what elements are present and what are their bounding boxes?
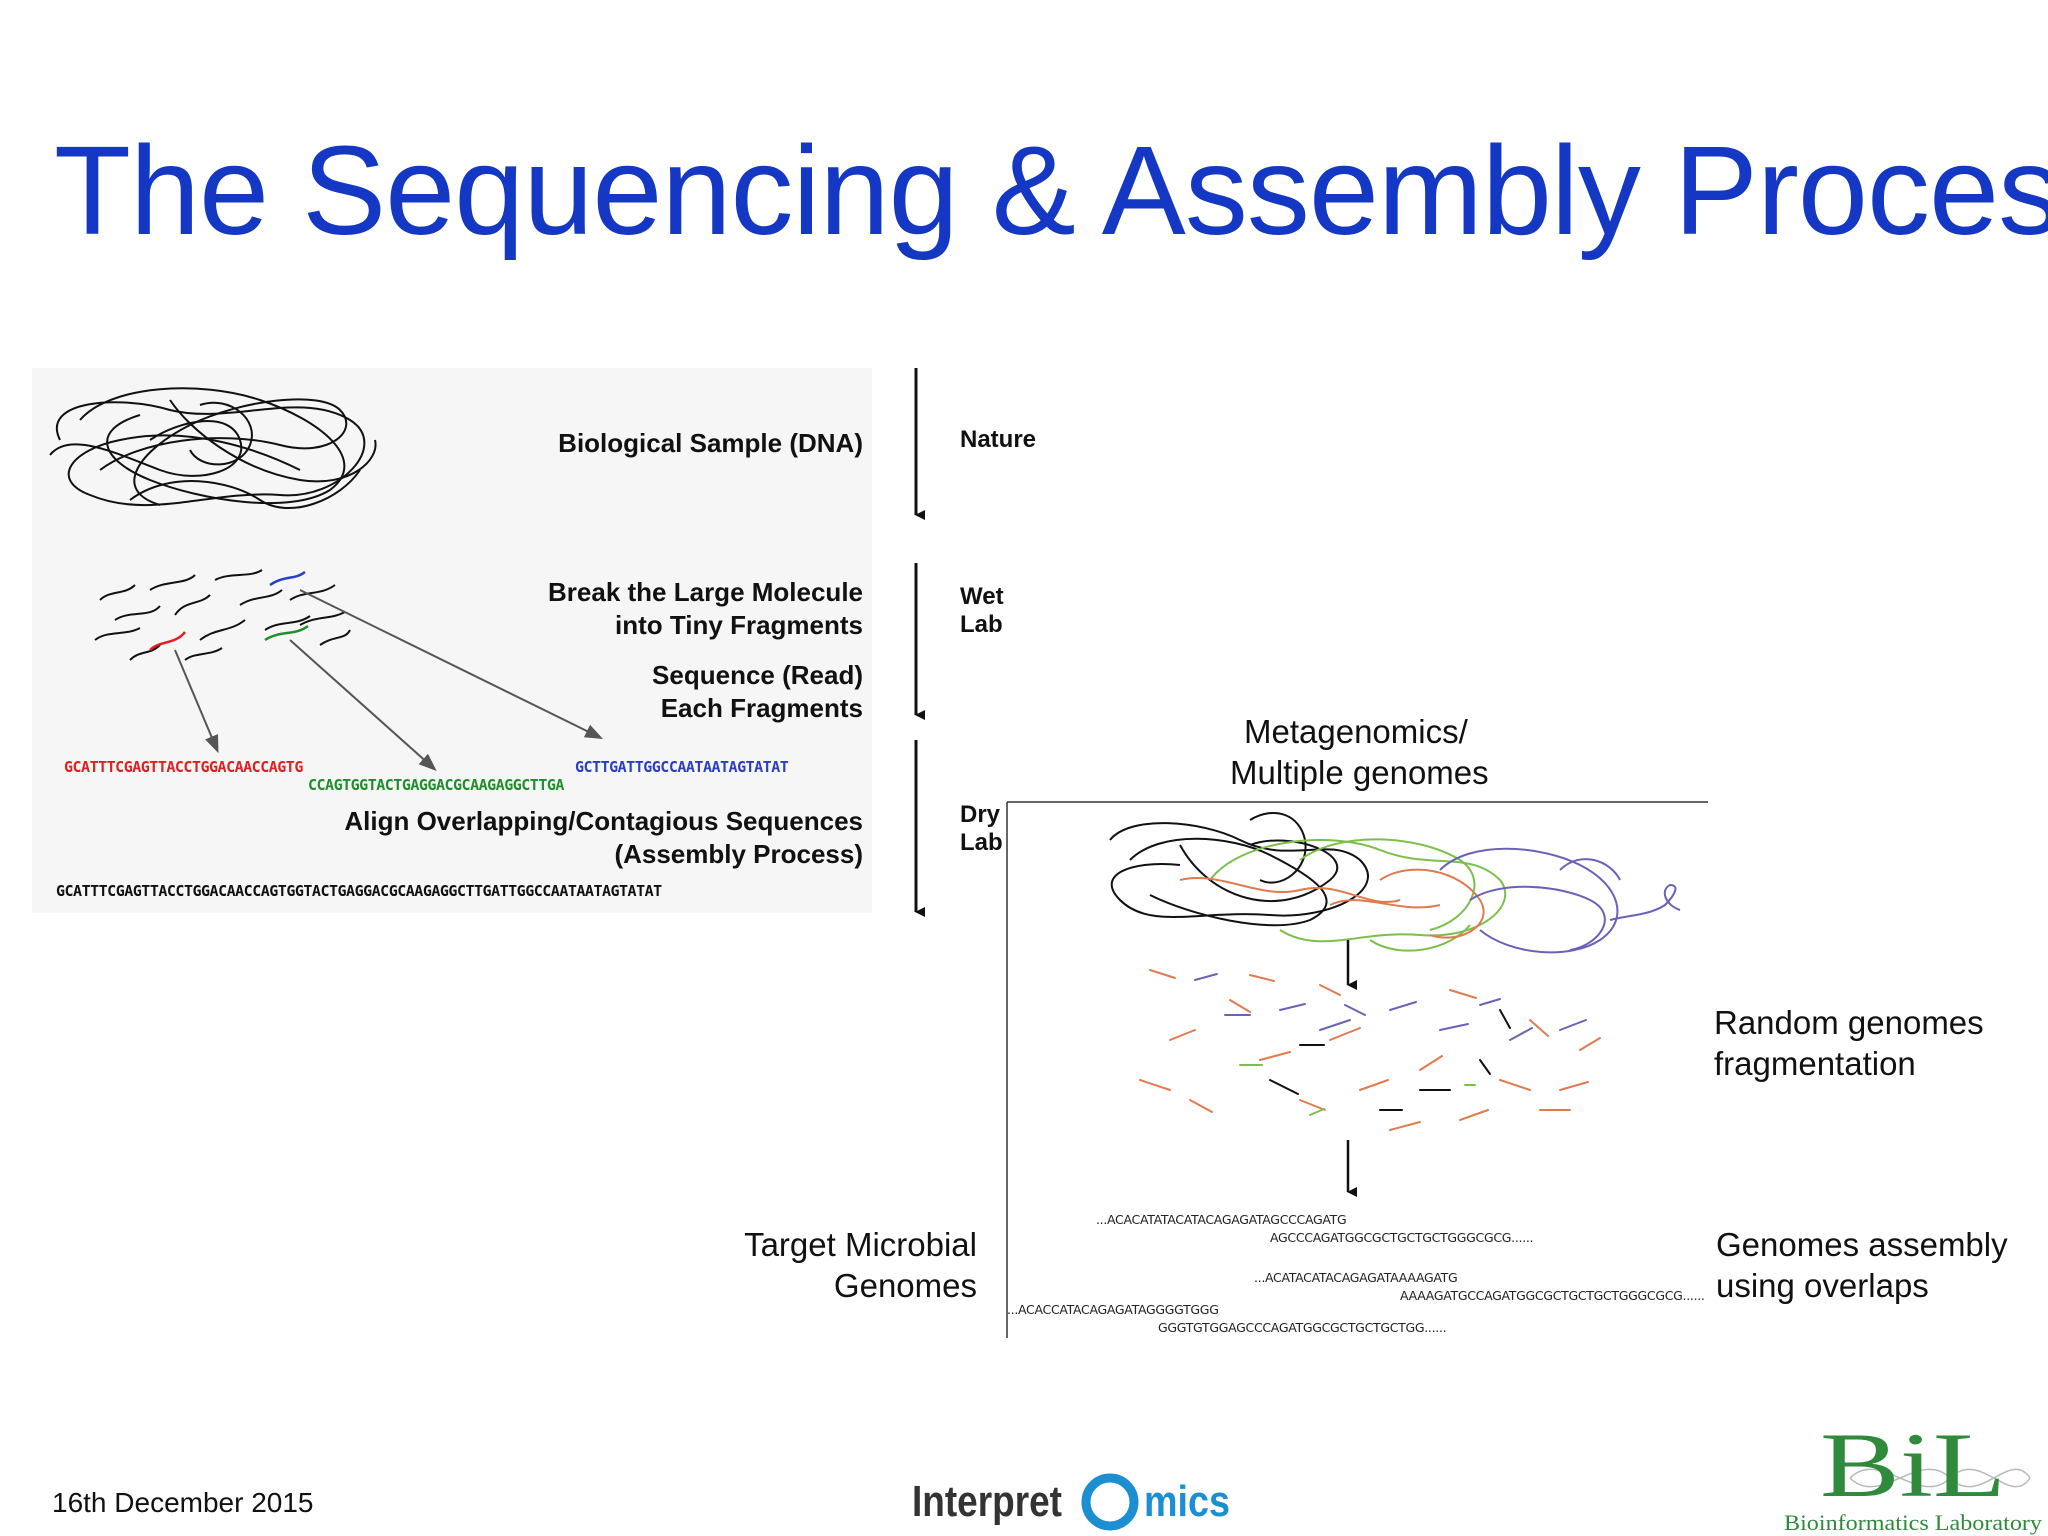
interpretomics-logo-left-text: Interpret <box>912 1477 1062 1526</box>
stage-wet-lab-line1: Wet <box>960 583 1004 610</box>
step-biological-sample-label: Biological Sample (DNA) <box>558 428 863 458</box>
arrow-to-green-read <box>289 639 437 771</box>
arrow-to-blue-read <box>299 589 604 739</box>
metagenomics-label-line1: Metagenomics/ <box>1244 713 1468 750</box>
target-genomes-label-line1: Target Microbial <box>744 1226 977 1263</box>
slide-title: The Sequencing & Assembly Process <box>54 120 2048 261</box>
read-green-sequence: CCAGTGGTACTGAGGACGCAAGAGGCTTGA <box>308 776 564 794</box>
stage-wet-lab-line2: Lab <box>960 611 1003 638</box>
stage-dry-lab-line1: Dry <box>960 801 1001 828</box>
interpretomics-logo: Interpret mics <box>912 1473 1230 1531</box>
read-red-sequence: GCATTTCGAGTTACCTGGACAACCAGTG <box>64 758 303 776</box>
multiple-genomes-tangle <box>1109 811 1681 954</box>
step-sequence-read-line2: Each Fragments <box>660 693 863 723</box>
target-genomes-label-line2: Genomes <box>833 1267 977 1304</box>
read-blue-sequence: GCTTGATTGGCCAATAATAGTATAT <box>575 758 789 776</box>
step-break-molecule-line2: into Tiny Fragments <box>615 610 863 640</box>
assembled-sequence: GCATTTCGAGTTACCTGGACAACCAGTGGTACTGAGGACG… <box>56 882 662 900</box>
step-sequence-read-line1: Sequence (Read) <box>652 660 863 690</box>
overlap-sequence-1: ...ACACATATACATACAGAGATAGCCCAGATG <box>1096 1212 1347 1227</box>
metagenomics-label-line2: Multiple genomes <box>1230 754 1489 791</box>
overlap-sequence-6: GGGTGTGGAGCCCAGATGGCGCTGCTGCTGG...... <box>1158 1320 1447 1335</box>
dna-tangle <box>49 387 377 509</box>
dna-fragments <box>94 569 351 661</box>
fragmentation-label-line2: fragmentation <box>1714 1045 1916 1082</box>
stage-nature-label: Nature <box>960 426 1037 453</box>
random-fragments <box>1139 969 1601 1131</box>
overlap-sequence-5: ...ACACCATACAGAGATAGGGGTGGG <box>1007 1302 1219 1317</box>
interpretomics-logo-right-text: mics <box>1144 1477 1230 1526</box>
presentation-date: 16th December 2015 <box>52 1487 314 1518</box>
green-fragment <box>264 624 309 642</box>
red-fragment <box>149 631 186 651</box>
step-align-sequences-line2: (Assembly Process) <box>614 839 863 869</box>
assembly-label-line1: Genomes assembly <box>1716 1226 2008 1263</box>
assembly-label-line2: using overlaps <box>1716 1267 1929 1304</box>
step-break-molecule-line1: Break the Large Molecule <box>548 577 863 607</box>
fragmentation-label-line1: Random genomes <box>1714 1004 1984 1041</box>
arrow-to-red-read <box>174 649 219 754</box>
bil-logo-mark: BiL <box>1820 1414 2006 1516</box>
overlap-sequence-4: AAAAGATGCCAGATGGCGCTGCTGCTGGGCGCG...... <box>1400 1288 1705 1303</box>
blue-fragment <box>269 570 306 587</box>
step-align-sequences-line1: Align Overlapping/Contagious Sequences <box>344 806 863 836</box>
bil-logo: BiL Bioinformatics Laboratory <box>1784 1414 2042 1535</box>
bil-logo-subtitle: Bioinformatics Laboratory <box>1784 1510 2042 1535</box>
stage-dry-lab-line2: Lab <box>960 829 1003 856</box>
overlap-sequence-2: AGCCCAGATGGCGCTGCTGCTGGGCGCG...... <box>1270 1230 1534 1245</box>
overlap-sequence-3: ...ACATACATACAGAGATAAAAGATG <box>1254 1270 1458 1285</box>
interpretomics-o-ring-icon <box>1081 1473 1139 1531</box>
dna-helix-icon <box>1849 1468 2031 1488</box>
